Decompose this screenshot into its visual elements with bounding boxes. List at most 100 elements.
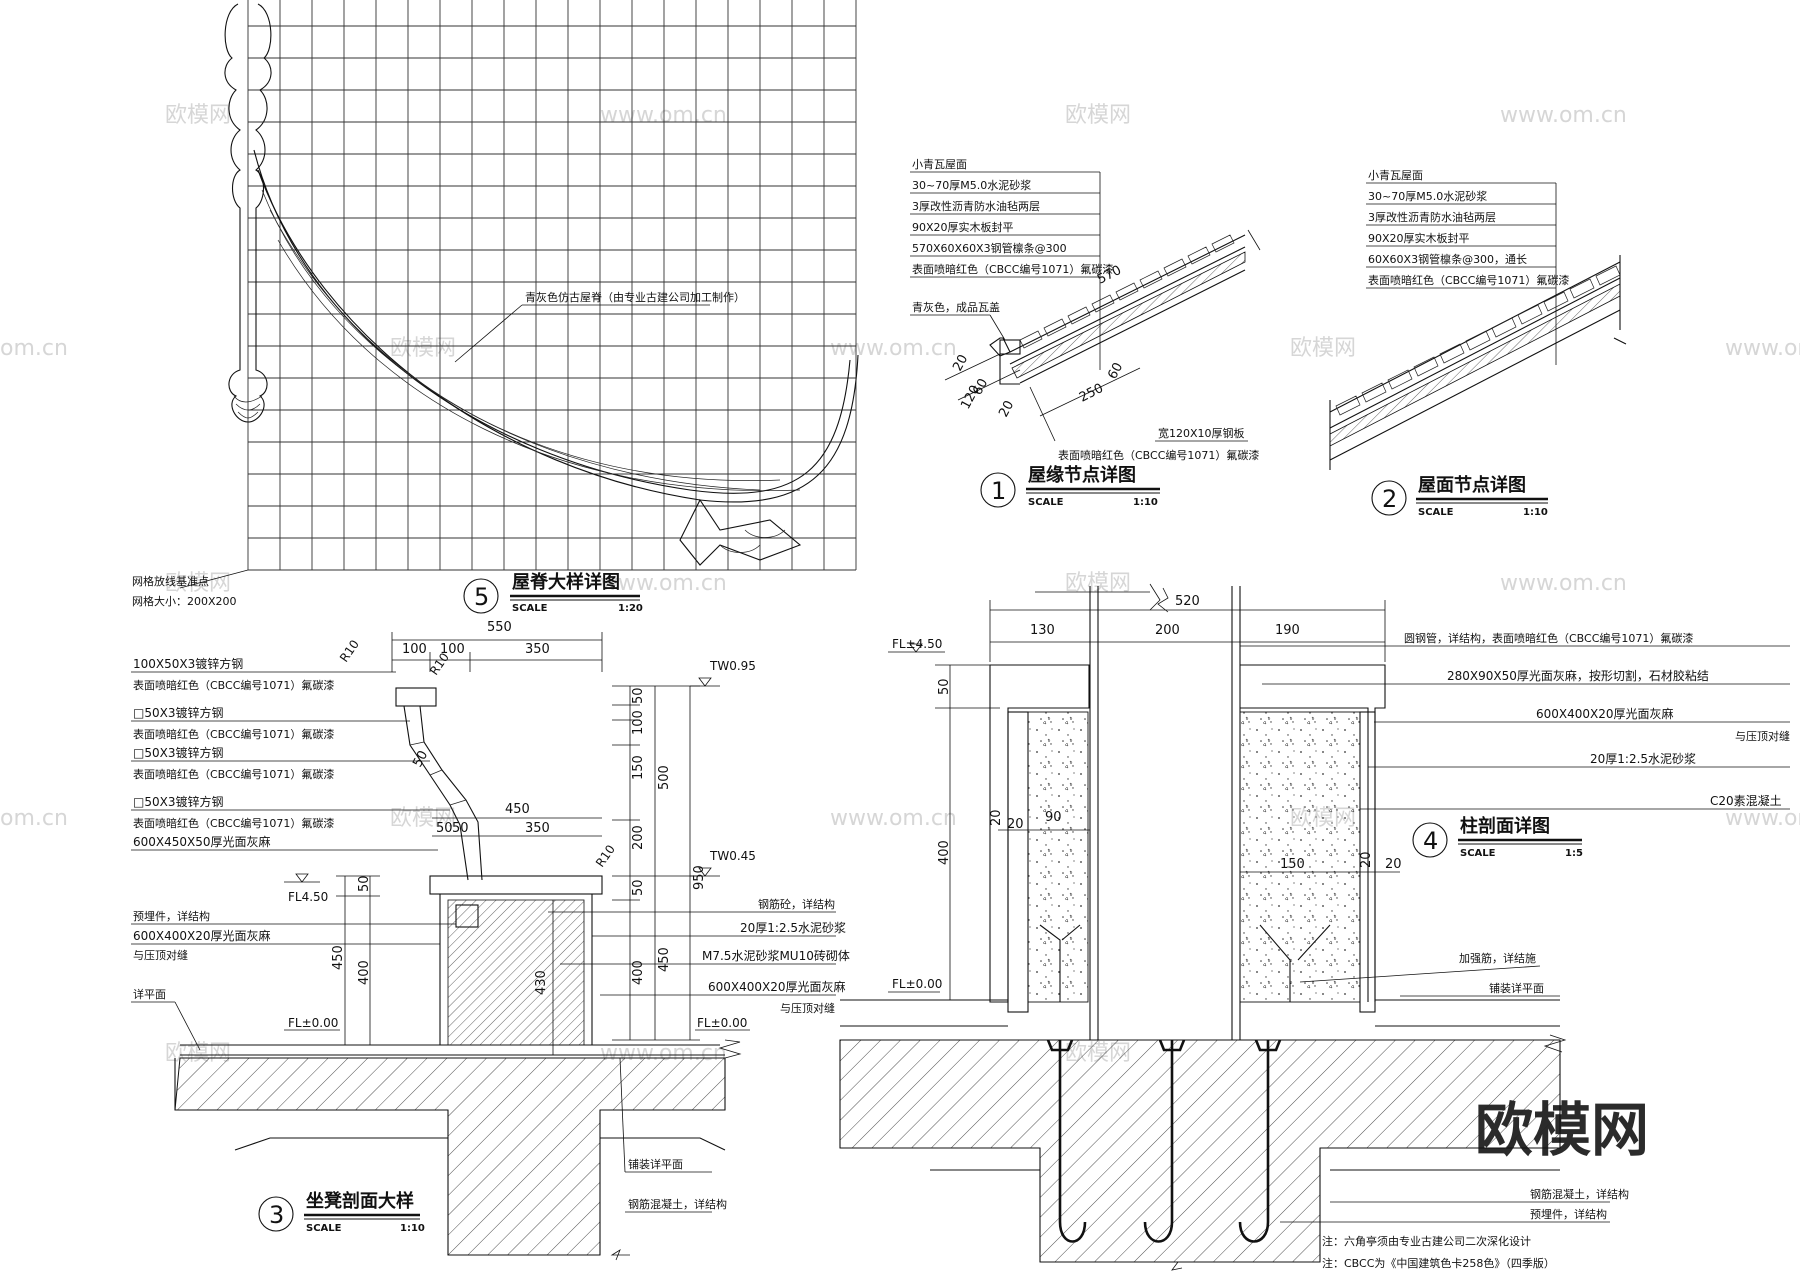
dimension-text: 520 [1175,594,1200,609]
level-mark: FL4.50 [288,890,328,904]
dimension-text: 20 [996,398,1017,420]
detail-4-title-block: 4 柱剖面详图 SCALE 1:5 [1412,815,1583,859]
scale-label: SCALE [1418,507,1454,518]
note-line: 280X90X50厚光面灰麻，按形切割，石材胶粘结 [1447,668,1709,683]
watermark-site: www.om.cn [1725,336,1800,361]
anchor-bars [1046,1039,1282,1243]
grid-size-note: 网格大小：200X200 [132,594,237,608]
dimension-text: 450 [505,802,530,817]
dimension-text: 950 [692,865,707,890]
dimension-text: 100 [631,710,646,735]
note-line: 预埋件，详结构 [1530,1207,1607,1221]
note-line: □50X3镀锌方钢 [133,745,223,760]
dimension-text: 250 [1077,381,1106,406]
detail-title: 坐凳剖面大样 [306,1190,414,1212]
note-line: 600X400X20厚光面灰麻 [133,928,271,943]
dimension-text: 450 [657,947,672,972]
watermark-edge: om.cn [0,336,68,361]
bench-seat-slab [429,875,603,895]
note-line: 30~70厚M5.0水泥砂浆 [912,178,1031,192]
bench-bottom-notes: 铺装详平面 钢筋混凝土，详结构 [619,1057,727,1213]
note-line: 30~70厚M5.0水泥砂浆 [1368,189,1487,203]
column-section-body [839,586,1567,1271]
dimension-text: 90 [1045,810,1062,825]
note-line: 3厚改性沥青防水油毡两层 [912,199,1040,213]
dimension-text: 150 [631,755,646,780]
dimension-text: 500 [657,765,672,790]
detail-title: 屋面节点详图 [1418,474,1526,496]
eave-paint-note: 表面喷暗红色（CBCC编号1071）氟碳漆 [1058,448,1259,462]
note-line: 90X20厚实木板封平 [1368,231,1470,245]
note-line: 与压顶对缝 [1735,729,1790,743]
level-mark: TW0.95 [709,659,756,673]
note-line: 20厚1:2.5水泥砂浆 [1590,751,1696,766]
detail-4-column: 520 130 200 190 FL±4.50 FL±0.00 50 400 [839,583,1790,1271]
ridge-finial [224,3,272,423]
note-line: 钢筋混凝土，详结构 [1530,1187,1629,1201]
note-line: 600X400X20厚光面灰麻 [708,979,846,994]
bench-mid-dimensions: 450 50 50 350 [432,802,602,837]
dimension-text: 20 [1007,817,1024,832]
bench-top-dimensions: 550 100 100 350 [391,620,603,672]
dimension-text: 50 [937,678,952,695]
note-line: 20厚1:2.5水泥砂浆 [740,920,846,935]
scale-value: 1:10 [1523,507,1548,518]
note-line: 表面喷暗红色（CBCC编号1071）氟碳漆 [133,767,334,781]
detail-3-title-block: 3 坐凳剖面大样 SCALE 1:10 [258,1190,425,1234]
detail-number-circle [258,1196,294,1232]
bench-core-hatch [447,899,585,1046]
level-mark: TW0.45 [709,849,756,863]
roof-section [1329,255,1627,470]
dimension-text: 400 [357,960,372,985]
left-concrete-infill [1027,711,1089,1003]
detail-1-title-block: 1 屋缘节点详图 SCALE 1:10 [980,464,1160,508]
dimension-text: 50 [631,879,646,896]
note-line: 与压顶对缝 [133,948,188,962]
note-line: 小青瓦屋面 [1368,169,1423,182]
eave-tile-note: 青灰色，成品瓦盖 [912,300,1000,314]
dimension-text: 450 [331,945,346,970]
watermark-site: www.om.cn [600,103,727,128]
dimension-text: 200 [631,825,646,850]
column-left-dimensions: 50 400 [935,664,1000,1001]
bench-top-bar [395,687,437,707]
grid-base-note: 网格放线基准点 [132,574,209,588]
radius-label: R10 [337,637,362,664]
detail-number-circle [980,472,1016,508]
bench-right-notes: 钢筋砼，详结构 20厚1:2.5水泥砂浆 M7.5水泥砂浆MU10砖砌体 600… [548,897,850,1015]
eave-section [989,229,1261,385]
note-line: C20素混凝土 [1710,793,1782,808]
dimension-text: 190 [1275,623,1300,638]
detail-1-eave: 小青瓦屋面 30~70厚M5.0水泥砂浆 3厚改性沥青防水油毡两层 90X20厚… [910,158,1261,508]
scale-label: SCALE [1028,497,1064,508]
detail-3-bench: 550 100 100 350 50 R10 R10 R10 450 50 50… [131,620,850,1261]
watermark-brand: 欧模网 [390,336,456,361]
eave-plate-note: 宽120X10厚钢板 [1158,426,1245,440]
watermark-site: www.om.cn [1500,571,1627,596]
detail-5-title-block: 5 屋脊大样详图 SCALE 1:20 [463,571,643,614]
scale-label: SCALE [512,603,548,614]
note-line: □50X3镀锌方钢 [133,794,223,809]
column-top-dimensions: 520 130 200 190 [989,583,1386,662]
watermark-site: www.om.cn [600,571,727,596]
right-concrete-infill [1239,711,1361,1003]
detail-number: 1 [991,477,1006,505]
note-line: M7.5水泥砂浆MU10砖砌体 [702,948,850,963]
note-line: 3厚改性沥青防水油毡两层 [1368,210,1496,224]
dimension-text: 350 [525,642,550,657]
watermark-brand: 欧模网 [1290,336,1356,361]
steel-tube-walls [1089,586,1241,1040]
footnote: 注：CBCC为《中国建筑色卡258色》（四季版） [1322,1256,1555,1270]
detail-number: 3 [269,1201,284,1229]
detail-2-title-block: 2 屋面节点详图 SCALE 1:10 [1371,474,1548,518]
watermark-brand: 欧模网 [165,103,231,128]
note-line: 详平面 [133,987,166,1001]
note-line: 圆钢管，详结构，表面喷暗红色（CBCC编号1071）氟碳漆 [1404,631,1693,645]
watermark-site: www.om.cn [830,806,957,831]
detail-2-roof: 小青瓦屋面 30~70厚M5.0水泥砂浆 3厚改性沥青防水油毡两层 90X20厚… [1329,169,1627,518]
watermark-brand: 欧模网 [1065,103,1131,128]
detail-number: 2 [1382,485,1397,513]
scale-value: 1:10 [1133,497,1158,508]
scale-label: SCALE [1460,848,1496,859]
dimension-text: 550 [487,620,512,635]
